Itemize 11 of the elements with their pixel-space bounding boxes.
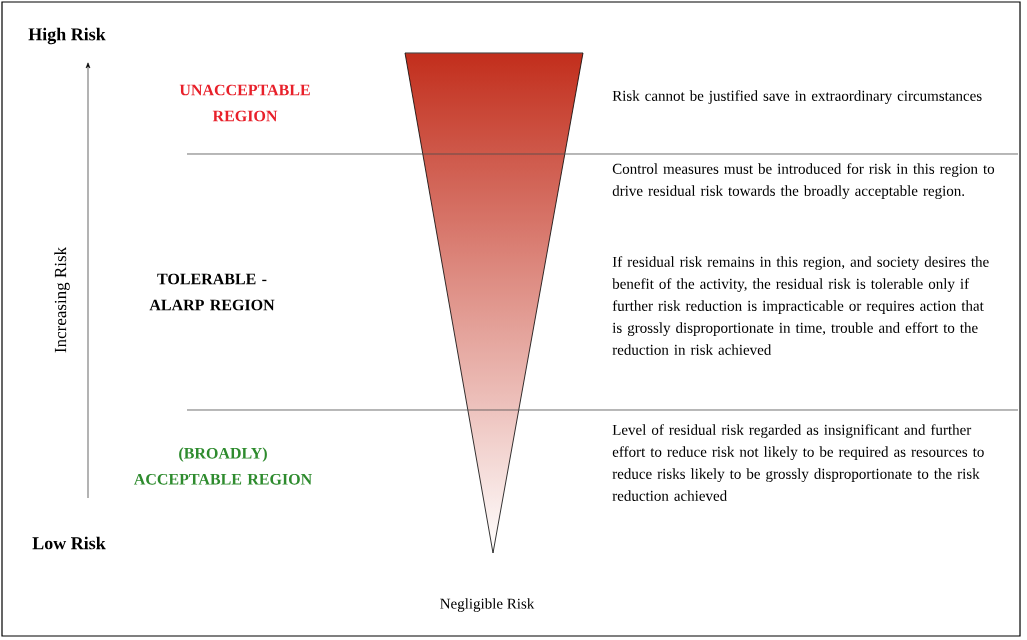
region-label: (BROADLY) ACCEPTABLE REGION (133, 447, 312, 485)
description-text: Control measures must be introduced for risk in this region to drive residual risk towards the broadly acceptable region. (612, 163, 995, 199)
region-label: UNACCEPTABLE REGION (179, 84, 310, 122)
axis-label: Negligible Risk (440, 598, 535, 612)
region-label: TOLERABLE - ALARP REGION (149, 273, 275, 311)
description-text: Risk cannot be justified save in extraordinary circumstances (612, 90, 982, 104)
axis-label: Low Risk (32, 536, 106, 550)
axis-label: Increasing Risk (54, 246, 70, 353)
description-text: If residual risk remains in this region, and society desires the benefit of the activity, the residual risk is tolerable only if further risk reduction is impracticable or requires action that is grossly disproportionate in time, trouble and effort to the reduction in risk achieved (612, 256, 989, 355)
axis-label: High Risk (28, 27, 106, 45)
description-text: Level of residual risk regarded as insignificant and further effort to reduce risk not likely to be required as resources to reduce risks likely to be grossly disproportionate to the risk reduction achieved (612, 424, 984, 501)
